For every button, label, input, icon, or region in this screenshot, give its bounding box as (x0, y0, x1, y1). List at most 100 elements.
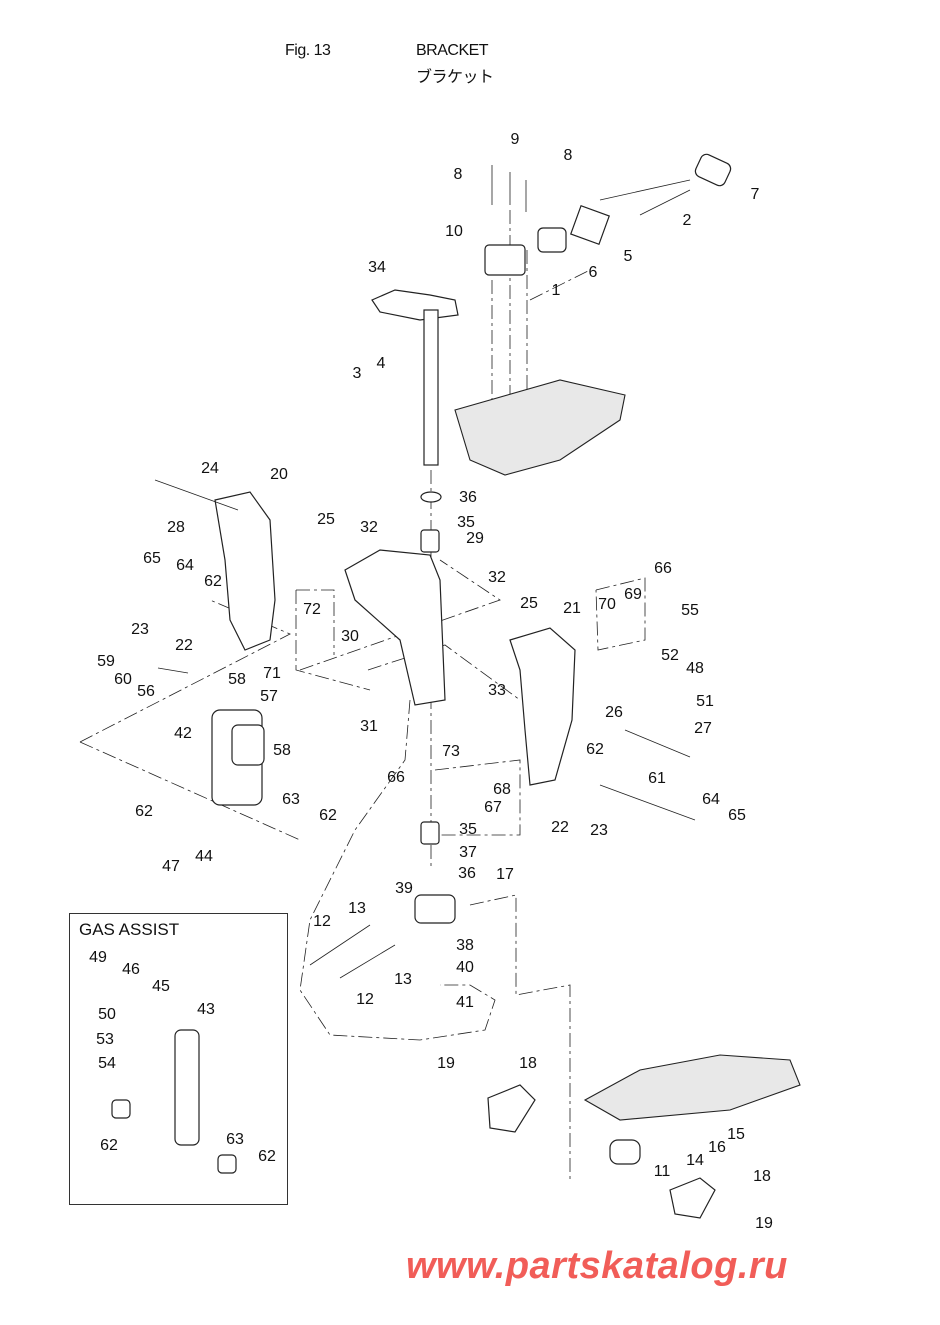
callout-42: 42 (174, 725, 192, 742)
callout-56: 56 (137, 683, 155, 700)
callout-28: 28 (167, 519, 185, 536)
callout-45: 45 (152, 978, 170, 995)
diagram-title-en: BRACKET (416, 42, 489, 59)
callout-32: 32 (488, 569, 506, 586)
callout-36: 36 (458, 865, 476, 882)
upper-mount-plate (454, 379, 626, 476)
callout-52: 52 (661, 647, 679, 664)
callout-62: 62 (586, 741, 604, 758)
callout-63: 63 (226, 1131, 244, 1148)
callout-55: 55 (681, 602, 699, 619)
steering-shaft (423, 309, 439, 466)
callout-33: 33 (488, 682, 506, 699)
plate (570, 205, 610, 245)
callout-22: 22 (551, 819, 569, 836)
lower-mount-rubber (609, 1139, 641, 1165)
callout-39: 39 (395, 880, 413, 897)
callout-13: 13 (394, 971, 412, 988)
callout-44: 44 (195, 848, 213, 865)
callout-30: 30 (341, 628, 359, 645)
callout-32: 32 (360, 519, 378, 536)
callout-62: 62 (204, 573, 222, 590)
callout-8: 8 (564, 147, 573, 164)
gas-cylinder (174, 1029, 200, 1146)
callout-18: 18 (519, 1055, 537, 1072)
callout-1: 1 (552, 282, 561, 299)
callout-69: 69 (624, 586, 642, 603)
callout-3: 3 (353, 365, 362, 382)
swivel-bracket (344, 549, 446, 706)
callout-49: 49 (89, 949, 107, 966)
diagram-title-ja: ブラケット (416, 69, 494, 86)
callout-73: 73 (442, 743, 460, 760)
steering-yoke (414, 894, 456, 924)
watermark: www.partskatalog.ru (406, 1245, 788, 1287)
callout-12: 12 (313, 913, 331, 930)
callout-41: 41 (456, 994, 474, 1011)
callout-60: 60 (114, 671, 132, 688)
callout-13: 13 (348, 900, 366, 917)
callout-19: 19 (437, 1055, 455, 1072)
callout-43: 43 (197, 1001, 215, 1018)
callout-48: 48 (686, 660, 704, 677)
callout-4: 4 (377, 355, 386, 372)
callout-23: 23 (131, 621, 149, 638)
gas-bushing-2 (111, 1099, 131, 1119)
callout-21: 21 (563, 600, 581, 617)
callout-12: 12 (356, 991, 374, 1008)
mount-rubber (537, 227, 567, 253)
bushing-35-lower (420, 821, 440, 845)
gas-assist-inset: GAS ASSIST (69, 913, 288, 1205)
callout-25: 25 (520, 595, 538, 612)
callout-36: 36 (459, 489, 477, 506)
callout-19: 19 (755, 1215, 773, 1232)
callout-40: 40 (456, 959, 474, 976)
callout-20: 20 (270, 466, 288, 483)
callout-27: 27 (694, 720, 712, 737)
callout-37: 37 (459, 844, 477, 861)
callout-46: 46 (122, 961, 140, 978)
callout-35: 35 (457, 514, 475, 531)
callout-61: 61 (648, 770, 666, 787)
callout-58: 58 (228, 671, 246, 688)
washer-36 (420, 491, 442, 503)
steering-arm (371, 289, 459, 321)
gas-bushing (217, 1154, 237, 1174)
figure-number: Fig. 13 (285, 42, 331, 59)
callout-67: 67 (484, 799, 502, 816)
callout-24: 24 (201, 460, 219, 477)
callout-63: 63 (282, 791, 300, 808)
callout-8: 8 (454, 166, 463, 183)
callout-22: 22 (175, 637, 193, 654)
callout-65: 65 (728, 807, 746, 824)
callout-65: 65 (143, 550, 161, 567)
callout-23: 23 (590, 822, 608, 839)
callout-72: 72 (303, 601, 321, 618)
callout-59: 59 (97, 653, 115, 670)
callout-6: 6 (589, 264, 598, 281)
callout-62: 62 (135, 803, 153, 820)
callout-35: 35 (459, 821, 477, 838)
lower-mount-cover-18b (669, 1177, 716, 1219)
callout-64: 64 (702, 791, 720, 808)
callout-66: 66 (387, 769, 405, 786)
callout-70: 70 (598, 596, 616, 613)
callout-9: 9 (511, 131, 520, 148)
clamp-bracket-right (509, 627, 576, 786)
parts (111, 153, 801, 1219)
callout-62: 62 (100, 1137, 118, 1154)
callout-38: 38 (456, 937, 474, 954)
callout-10: 10 (445, 223, 463, 240)
lower-mount-cover-18 (487, 1084, 536, 1133)
callout-14: 14 (686, 1152, 704, 1169)
callout-53: 53 (96, 1031, 114, 1048)
callout-34: 34 (368, 259, 386, 276)
gas-assist-title: GAS ASSIST (79, 920, 180, 939)
callout-58: 58 (273, 742, 291, 759)
callout-64: 64 (176, 557, 194, 574)
callout-17: 17 (496, 866, 514, 883)
callout-2: 2 (683, 212, 692, 229)
bracket-7 (694, 153, 732, 187)
callout-66: 66 (654, 560, 672, 577)
